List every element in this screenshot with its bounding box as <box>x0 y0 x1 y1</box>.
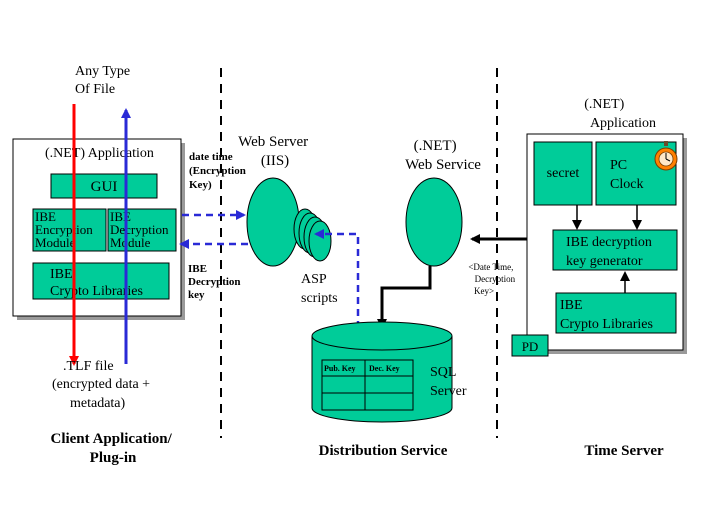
time-server-app-title: (.NET) Application <box>584 97 656 131</box>
input-file-label: Any Type Of File <box>75 64 134 97</box>
secret-label: secret <box>547 166 580 181</box>
web-service-to-db-arrow <box>377 266 432 329</box>
time-server-section-title: Time Server <box>584 443 664 459</box>
time-message-label: <Date Time, Decryption Key> <box>468 262 517 296</box>
asp-db-connector <box>314 229 360 328</box>
db-header-pub-key: Pub. Key <box>324 364 356 373</box>
key-generator-label: IBE decryption key generator <box>566 235 655 269</box>
sql-database <box>311 321 453 423</box>
encryption-module-label: IBE Encryption Module <box>35 209 96 250</box>
decryption-module-box <box>107 208 177 252</box>
pd-label: PD <box>522 339 539 354</box>
time-server-crypto-libraries-box <box>555 292 677 334</box>
db-header-dec-key: Dec. Key <box>369 364 400 373</box>
gui-box <box>50 173 158 199</box>
web-server-label: Web Server (IIS) <box>238 134 312 169</box>
pc-clock-label: PC Clock <box>610 158 643 192</box>
web-service-ellipse <box>405 177 463 267</box>
encryption-module-box <box>32 208 107 252</box>
client-app-title: (.NET) Application <box>45 146 154 161</box>
client-section-title: Client Application/ Plug-in <box>50 431 175 466</box>
key-generator-box <box>552 229 678 271</box>
web-server-ellipse <box>246 177 300 267</box>
gui-label: GUI <box>91 179 118 195</box>
web-service-label: (.NET) Web Service <box>405 138 481 173</box>
time-server-crypto-libraries-label: IBE Crypto Libraries <box>560 298 653 332</box>
client-crypto-libraries-box <box>32 262 170 300</box>
secret-box <box>533 141 593 206</box>
pd-box <box>511 334 549 357</box>
response-message-label: IBE Decryption key <box>188 263 243 301</box>
db-table <box>321 359 414 411</box>
sql-server-label: SQL Server <box>430 365 467 399</box>
asp-scripts-label: ASP scripts <box>301 272 338 306</box>
stopwatch-icon <box>654 141 678 171</box>
request-message-label: date time (Encryption Key) <box>189 151 249 191</box>
tlf-file-label: .TLF file (encrypted data + metadata) <box>52 359 154 411</box>
distribution-section-title: Distribution Service <box>319 443 448 459</box>
